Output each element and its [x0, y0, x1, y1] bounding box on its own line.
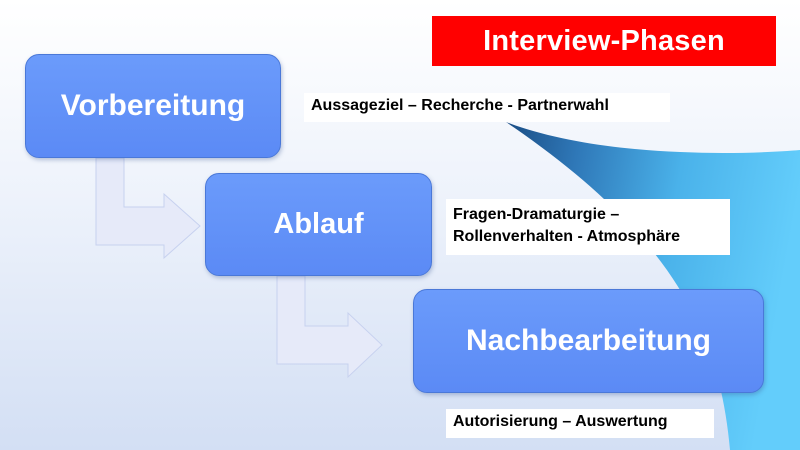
- bent-arrow-icon: [95, 157, 201, 260]
- bent-arrow-icon: [276, 275, 383, 379]
- phase-box-vorbereitung: Vorbereitung: [25, 54, 281, 158]
- swoosh-ribbon: [506, 122, 800, 450]
- page-title: Interview-Phasen: [432, 16, 776, 66]
- phase-note-ablauf-line-1: Fragen-Dramaturgie –: [453, 206, 620, 223]
- phase-box-ablauf: Ablauf: [205, 173, 432, 276]
- phase-note-ablauf: Fragen-Dramaturgie – Rollenverhalten - A…: [446, 199, 730, 255]
- phase-box-nachbearbeitung: Nachbearbeitung: [413, 289, 764, 393]
- phase-note-vorbereitung: Aussageziel – Recherche - Partnerwahl: [304, 93, 670, 122]
- phase-note-ablauf-line-2: Rollenverhalten - Atmosphäre: [453, 228, 681, 245]
- phase-note-nachbearbeitung: Autorisierung – Auswertung: [446, 409, 714, 438]
